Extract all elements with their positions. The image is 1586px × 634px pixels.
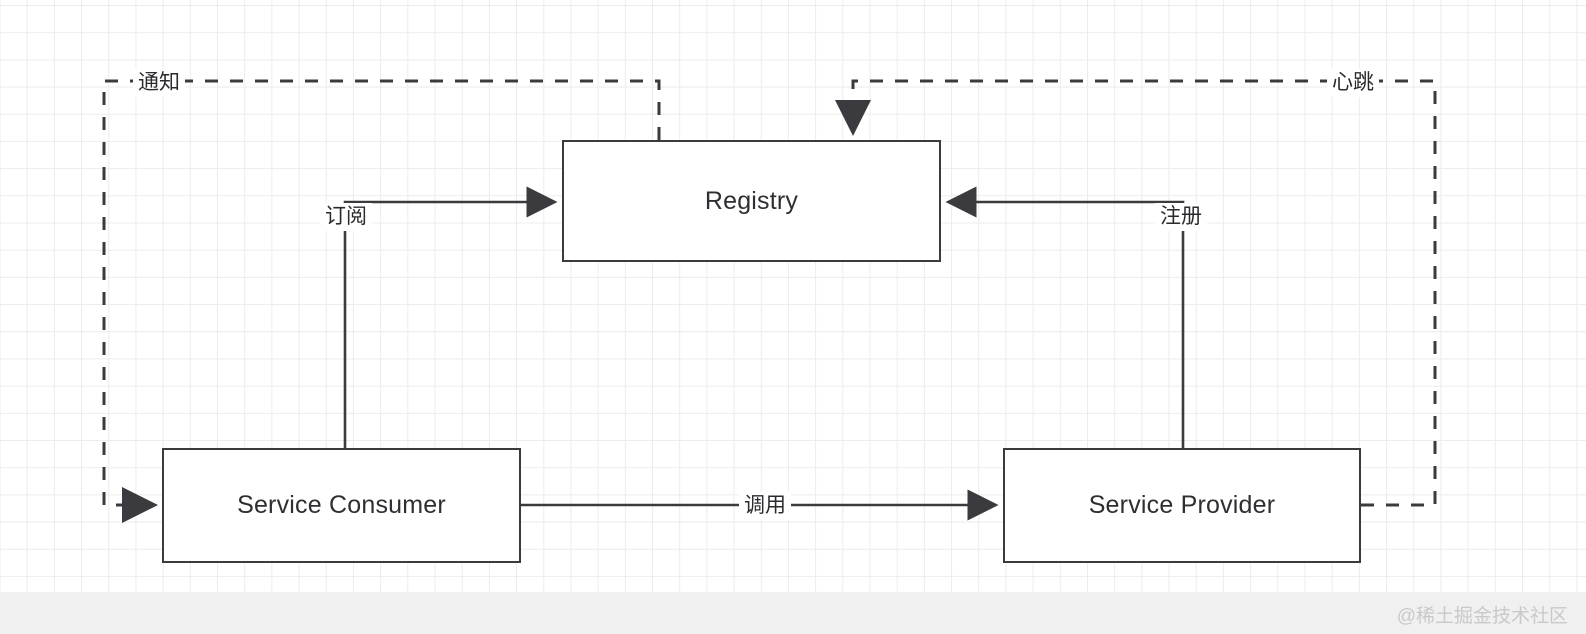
edge-label-notify: 通知 <box>133 69 185 97</box>
footer-band <box>0 592 1586 634</box>
node-service-provider[interactable]: Service Provider <box>1003 448 1361 563</box>
edge-label-register: 注册 <box>1155 203 1207 231</box>
edge-label-invoke: 调用 <box>739 492 791 520</box>
node-service-consumer-label: Service Consumer <box>237 491 446 519</box>
edge-subscribe <box>343 186 558 448</box>
watermark: @稀土掘金技术社区 <box>1396 606 1568 627</box>
node-service-consumer[interactable]: Service Consumer <box>162 448 521 563</box>
edge-label-heartbeat: 心跳 <box>1327 69 1379 97</box>
edge-register <box>945 186 1185 448</box>
edge-notify <box>102 79 661 523</box>
edge-label-subscribe: 订阅 <box>320 203 372 231</box>
node-registry[interactable]: Registry <box>562 140 941 262</box>
node-registry-label: Registry <box>704 186 799 215</box>
node-service-provider-label: Service Provider <box>1088 491 1276 519</box>
